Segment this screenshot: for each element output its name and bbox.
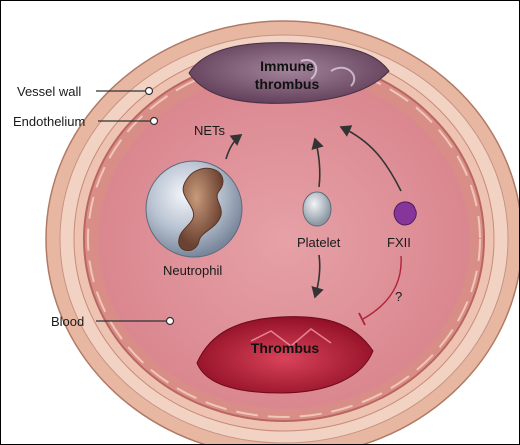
label-question: ? (395, 289, 402, 304)
label-platelet: Platelet (297, 235, 341, 250)
immune-thrombus-strands (300, 59, 356, 87)
leader-vessel-wall-dot (144, 86, 154, 96)
label-thrombus: Thrombus (251, 340, 320, 356)
label-nets: NETs (194, 123, 226, 138)
thrombus (196, 316, 374, 394)
thrombus-strands (250, 328, 332, 347)
arrow-neutrophil-to-nets (225, 134, 243, 160)
label-endothelium: Endothelium (13, 114, 85, 129)
arrow-platelet-to-thrombus (311, 254, 324, 299)
label-neutrophil: Neutrophil (163, 263, 222, 278)
label-blood: Blood (51, 314, 84, 329)
blood-lumen (98, 73, 470, 409)
neutrophil-cell (145, 160, 243, 258)
arrow-fxii-to-immune (339, 125, 402, 192)
leader-endothelium-dot (149, 116, 159, 126)
fxii-molecule (393, 201, 417, 226)
label-fxii: FXII (387, 235, 411, 250)
platelet-cell (302, 191, 332, 227)
neutrophil-nucleus (178, 167, 224, 251)
inhibit-fxii-to-thrombus (362, 255, 402, 320)
immune-thrombus (188, 42, 390, 104)
inhibit-bar (358, 312, 366, 326)
label-immune-thrombus-line2: thrombus (255, 76, 320, 92)
label-vessel-wall: Vessel wall (17, 84, 81, 99)
leader-blood-dot (165, 316, 175, 326)
arrow-platelet-to-immune (311, 137, 324, 188)
label-immune-thrombus-line1: Immune (260, 58, 314, 74)
